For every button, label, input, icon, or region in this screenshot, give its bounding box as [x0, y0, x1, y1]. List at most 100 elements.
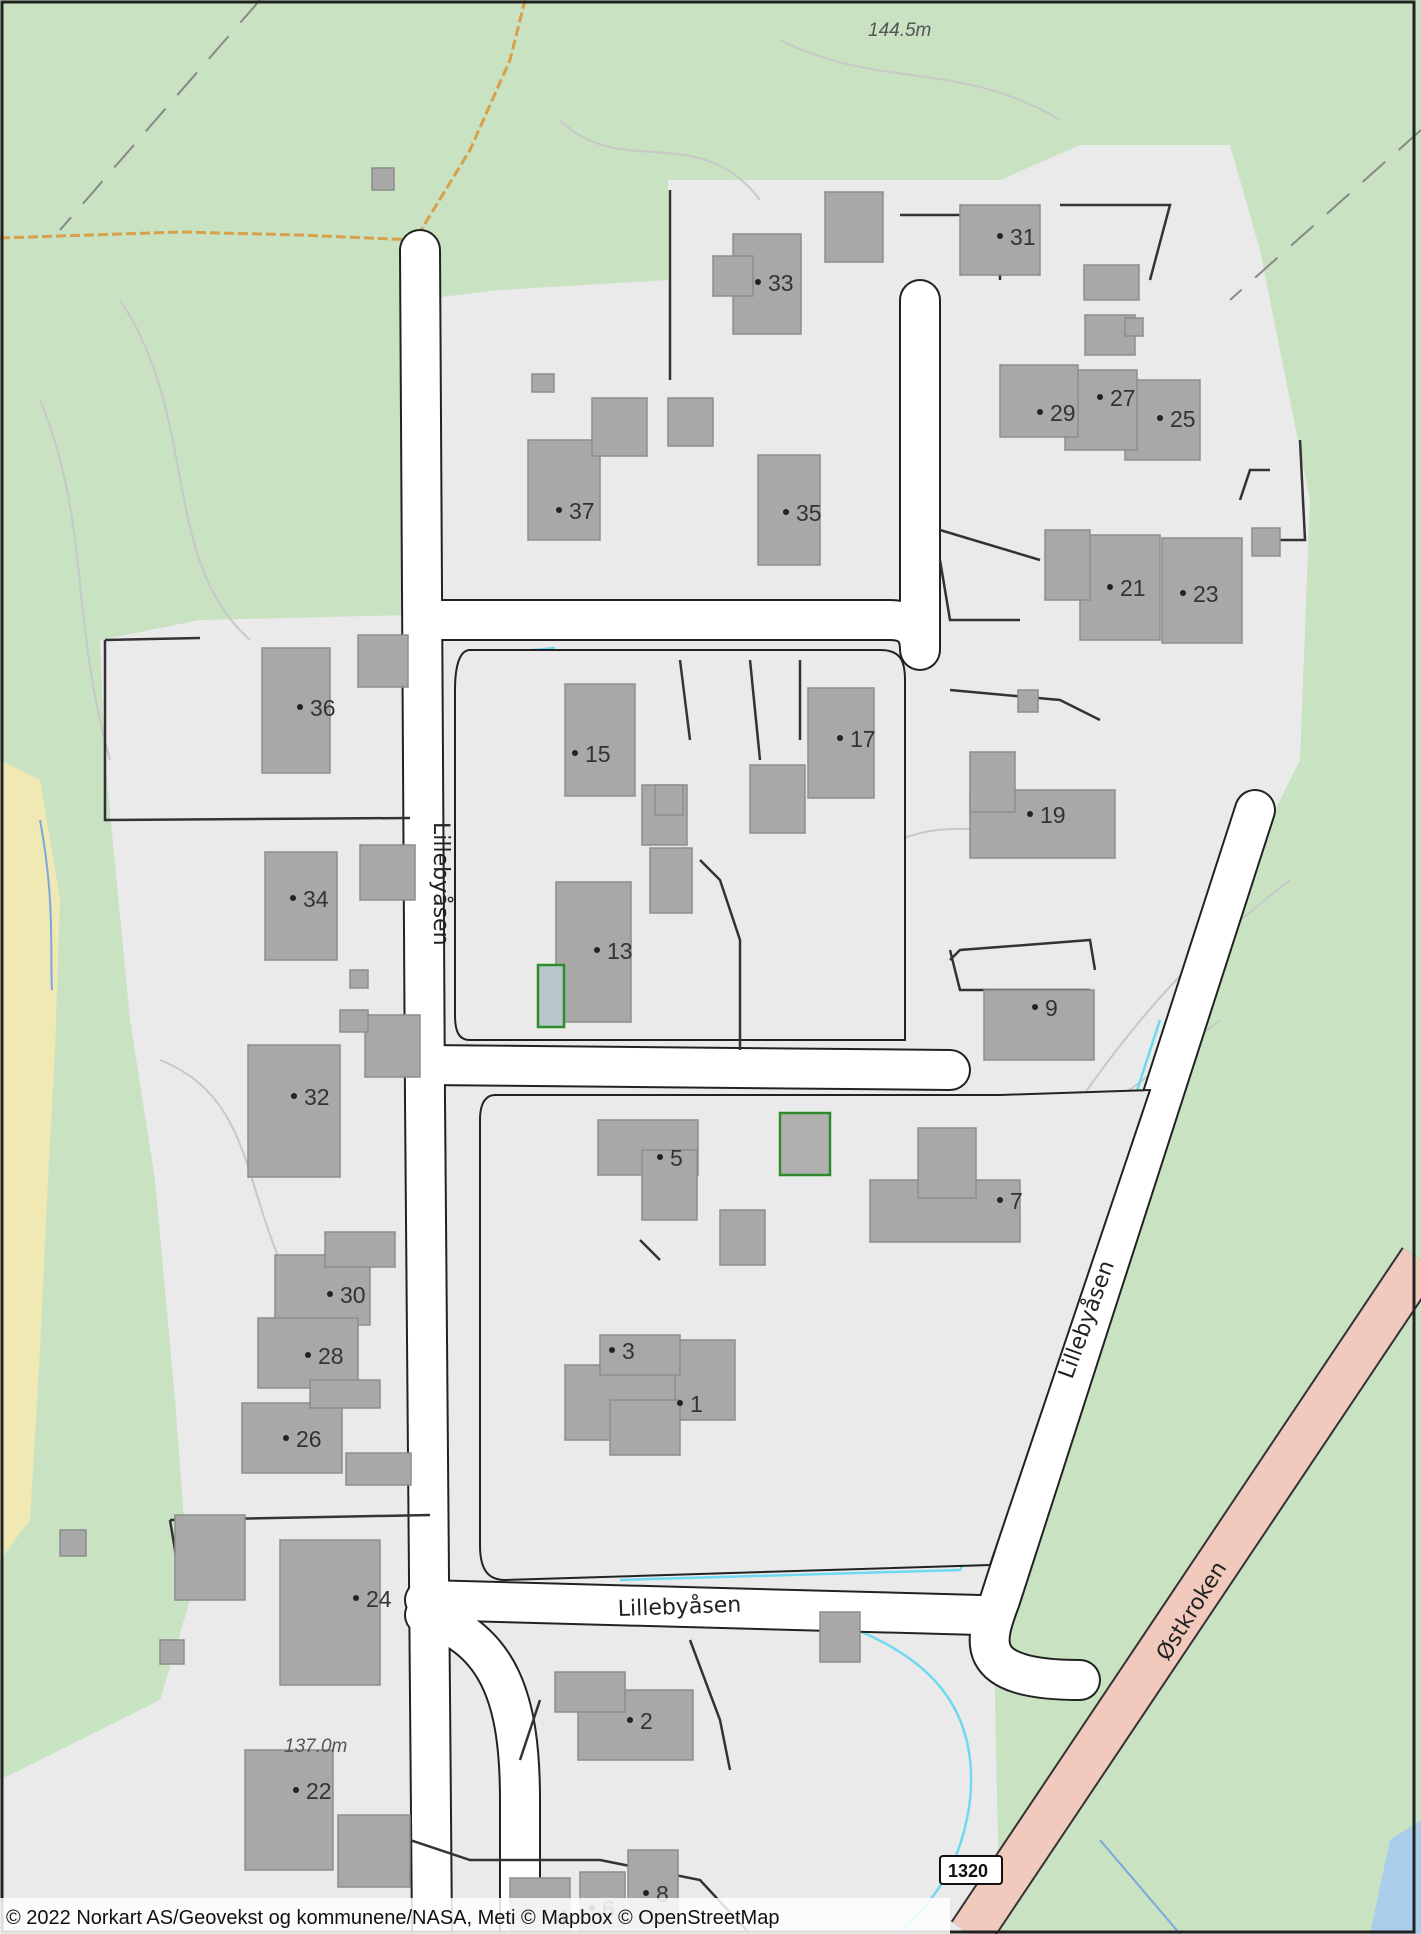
building-32-garage[interactable] — [364, 1014, 421, 1078]
building-36-garage[interactable] — [357, 634, 409, 688]
stream-southeast — [1099, 1839, 1181, 1934]
building-13-garage[interactable] — [649, 847, 693, 914]
house-number-25: 25 — [1170, 406, 1196, 432]
house-number-29: 29 — [1050, 400, 1076, 426]
house-number-13: 13 — [607, 938, 633, 964]
building-26-garage[interactable] — [345, 1452, 412, 1486]
house-number-2: 2 — [640, 1708, 653, 1734]
building-3-annex[interactable] — [599, 1334, 681, 1376]
building-34-garage[interactable] — [359, 844, 416, 901]
building-misc-8[interactable] — [1017, 689, 1039, 713]
power-lines — [59, 0, 1421, 301]
house-number-21: 21 — [1120, 575, 1146, 601]
building-32[interactable] — [247, 1044, 341, 1178]
building-34[interactable] — [264, 851, 338, 961]
building-23-annex[interactable] — [1251, 527, 1281, 557]
highlighted-plot-13[interactable] — [536, 963, 566, 1029]
building-misc-2[interactable] — [654, 784, 684, 816]
building-33[interactable] — [732, 233, 802, 335]
road-label-lillebyasen-south: Lillebyåsen — [617, 1592, 741, 1622]
road-middle[interactable] — [406, 1046, 969, 1089]
building-23[interactable] — [1161, 537, 1243, 644]
house-number-3: 3 — [622, 1338, 635, 1364]
building-15[interactable] — [564, 683, 636, 797]
building-misc-3[interactable] — [371, 167, 395, 191]
ostkroken-road-fill — [952, 1248, 1421, 1934]
building-19-wing[interactable] — [969, 751, 1016, 813]
building-30-roof[interactable] — [324, 1231, 396, 1268]
road-east[interactable] — [970, 791, 1274, 1699]
building-31[interactable] — [959, 204, 1041, 276]
building-9[interactable] — [983, 989, 1095, 1061]
highlighted-plot-5[interactable] — [778, 1111, 832, 1177]
building-21-annex[interactable] — [1044, 529, 1091, 601]
attribution-text: © 2022 Norkart AS/Geovekst og kommunene/… — [6, 1907, 779, 1929]
house-number-37: 37 — [569, 498, 595, 524]
house-number-36: 36 — [310, 695, 336, 721]
building-31-shed[interactable] — [1083, 264, 1140, 301]
building-5-wing[interactable] — [641, 1149, 698, 1221]
house-number-33: 33 — [768, 270, 794, 296]
building-35-shed[interactable] — [667, 397, 714, 447]
house-number-1: 1 — [690, 1391, 703, 1417]
building-13[interactable] — [555, 881, 632, 1023]
building-17-garage[interactable] — [749, 764, 806, 834]
building-7-tower[interactable] — [917, 1127, 977, 1199]
road-label-lillebyasen-west: Lillebyåsen — [428, 822, 454, 946]
pond — [1370, 1820, 1421, 1934]
house-number-26: 26 — [296, 1426, 322, 1452]
building-misc-9[interactable] — [159, 1639, 185, 1665]
building-misc-1[interactable] — [819, 1611, 861, 1663]
house-numbers: 1 2 3 4 5 6 7 8 9 13 15 17 19 21 23 22 2… — [283, 224, 1219, 1931]
building-misc-6[interactable] — [349, 969, 369, 989]
house-number-23: 23 — [1193, 581, 1219, 607]
building-misc-4[interactable] — [531, 373, 555, 393]
building-misc-10[interactable] — [59, 1529, 87, 1557]
house-number-31: 31 — [1010, 224, 1036, 250]
house-number-24: 24 — [366, 1586, 392, 1612]
building-24[interactable] — [279, 1539, 381, 1686]
house-number-7: 7 — [1010, 1188, 1023, 1214]
building-misc-7[interactable] — [1124, 317, 1144, 337]
building-33-wing[interactable] — [712, 255, 754, 297]
building-26[interactable] — [241, 1402, 343, 1474]
sand-area — [0, 760, 60, 1560]
road-shield-number: 1320 — [948, 1861, 988, 1881]
house-number-34: 34 — [303, 886, 329, 912]
house-number-30: 30 — [340, 1282, 366, 1308]
house-number-5: 5 — [670, 1145, 683, 1171]
road-south[interactable] — [406, 1581, 999, 1634]
house-number-19: 19 — [1040, 802, 1066, 828]
road-west[interactable] — [401, 231, 451, 1934]
building-37[interactable] — [527, 439, 601, 541]
building-22-garage[interactable] — [337, 1814, 411, 1888]
building-21[interactable] — [1079, 534, 1161, 641]
road-north-loop[interactable] — [406, 281, 939, 669]
building-26-shed[interactable] — [309, 1379, 381, 1409]
building-35[interactable] — [757, 454, 821, 566]
house-number-27: 27 — [1110, 385, 1136, 411]
elevation-label-north: 144.5m — [868, 20, 931, 41]
building-misc-5[interactable] — [339, 1009, 369, 1033]
building-22[interactable] — [244, 1749, 334, 1871]
house-number-15: 15 — [585, 741, 611, 767]
house-number-35: 35 — [796, 500, 822, 526]
building-37-shed[interactable] — [591, 397, 648, 457]
building-36[interactable] — [261, 647, 331, 774]
building-17[interactable] — [807, 687, 875, 799]
elevation-label-southwest: 137.0m — [284, 1736, 347, 1757]
house-number-9: 9 — [1045, 995, 1058, 1021]
road-south-loop[interactable] — [406, 1596, 539, 1934]
house-number-28: 28 — [318, 1343, 344, 1369]
house-number-22: 22 — [306, 1778, 332, 1804]
house-number-17: 17 — [850, 726, 876, 752]
building-24-w[interactable] — [174, 1514, 246, 1601]
building-5-shed[interactable] — [719, 1209, 766, 1266]
building-2-annex[interactable] — [554, 1671, 626, 1713]
road-shield: 1320 — [939, 1855, 1003, 1885]
building-3-wing[interactable] — [609, 1399, 681, 1456]
building-29[interactable] — [999, 364, 1079, 438]
attribution-bar — [0, 1898, 950, 1934]
building-31-n[interactable] — [824, 191, 884, 263]
